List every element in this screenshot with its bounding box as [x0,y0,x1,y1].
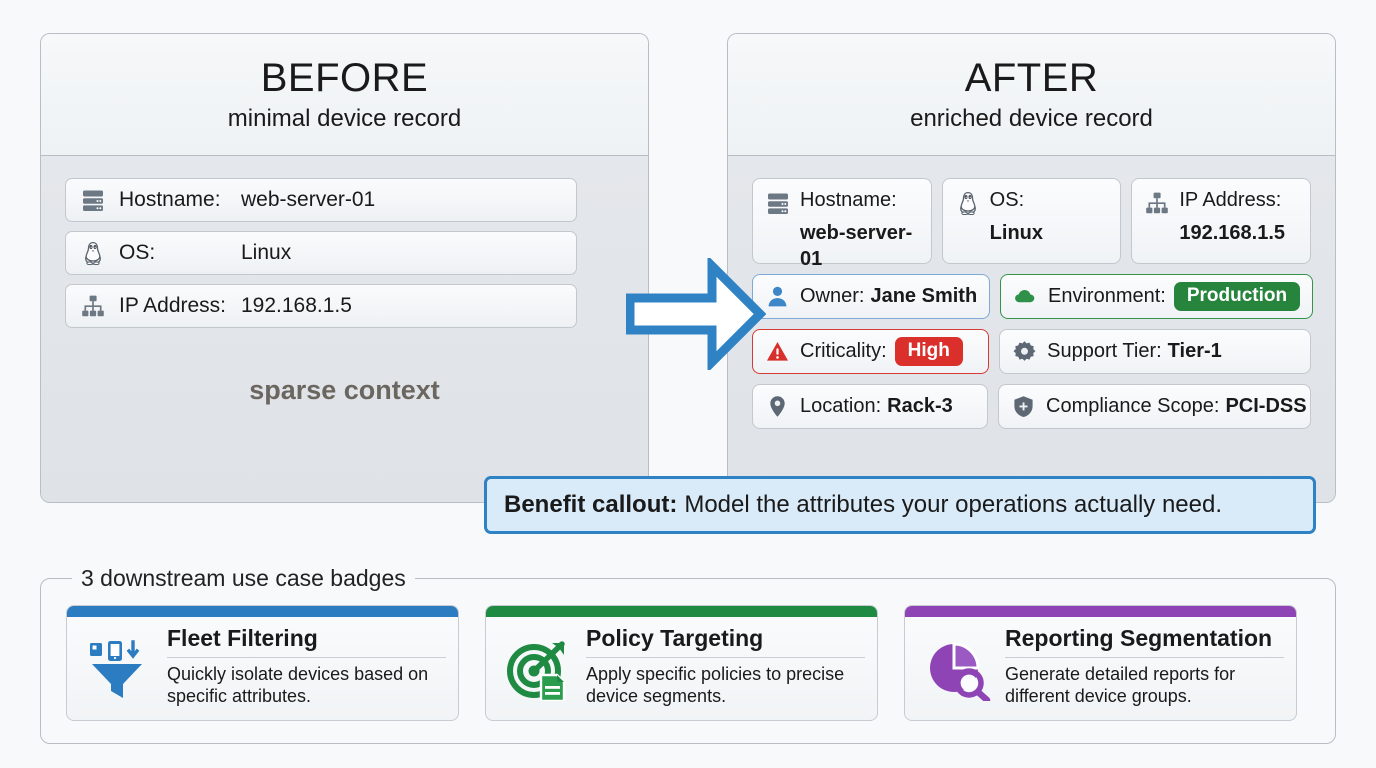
before-label-os: OS: [119,241,156,264]
use-case-badges-group: Fleet Filtering Quickly isolate devices … [40,578,1336,744]
divider [586,657,865,659]
use-case-card-fleet-filtering[interactable]: Fleet Filtering Quickly isolate devices … [66,605,459,721]
after-label-ip: IP Address: [1179,189,1282,211]
after-chip-support-tier: Support Tier: Tier-1 [999,329,1311,374]
cloud-icon [1013,284,1038,309]
after-label-owner: Owner: [800,285,865,307]
use-case-accent-bar [486,606,877,617]
environment-status-badge: Production [1173,281,1301,312]
pie-chart-search-icon [917,625,1001,714]
linux-penguin-icon [80,240,106,266]
before-value-hostname: web-server-01 [241,188,376,211]
after-label-os: OS: [989,189,1025,211]
use-case-description: Generate detailed reports for different … [1005,664,1236,707]
before-title: BEFORE [260,55,429,100]
after-label-support-tier: Support Tier: [1047,340,1162,362]
after-chip-row-3: Location: Rack-3 Compliance Scope: PCI-D… [752,384,1311,429]
after-value-support-tier: Tier-1 [1167,340,1222,362]
after-label-location: Location: [800,395,882,417]
before-row-hostname: Hostname: web-server-01 [65,178,577,222]
shield-icon [1011,394,1036,419]
benefit-callout-lead: Benefit callout: [504,491,678,518]
benefit-callout: Benefit callout: Model the attributes yo… [484,476,1316,534]
after-chip-row-2: Criticality: High Support Tier: Tier-1 [752,329,1311,374]
server-icon [765,190,791,216]
after-label-environment: Environment: [1048,285,1166,307]
server-icon [80,187,106,213]
use-case-accent-bar [905,606,1296,617]
after-chip-location: Location: Rack-3 [752,384,988,429]
after-panel-header: AFTER enriched device record [728,34,1335,156]
after-title: AFTER [964,55,1099,100]
after-value-hostname: web-server-01 [800,222,913,270]
use-case-card-policy-targeting[interactable]: Policy Targeting Apply specific policies… [485,605,878,721]
after-chip-row-1: Owner: Jane Smith Environment: Productio… [752,274,1313,319]
after-value-owner: Jane Smith [870,285,978,307]
after-top-tiles: Hostname: web-server-01 [752,178,1312,270]
after-value-ip: 192.168.1.5 [1179,222,1285,244]
after-chip-environment: Environment: Production [1000,274,1313,319]
warning-triangle-icon [765,339,790,364]
use-case-badge-row: Fleet Filtering Quickly isolate devices … [41,579,1335,747]
right-arrow-icon [625,255,767,373]
after-value-location: Rack-3 [887,395,953,417]
use-case-card-reporting-segmentation[interactable]: Reporting Segmentation Generate detailed… [904,605,1297,721]
person-icon [765,284,790,309]
after-panel: AFTER enriched device record [727,33,1336,503]
after-tile-os: OS: Linux [941,178,1122,264]
before-row-ip: IP Address: 192.168.1.5 [65,284,577,328]
sparse-context-note: sparse context [249,375,440,405]
before-value-os: Linux [241,241,292,264]
use-case-description: Quickly isolate devices based on specifi… [167,664,429,707]
criticality-status-badge: High [894,336,963,367]
after-value-os: Linux [989,222,1044,244]
use-case-badges-legend: 3 downstream use case badges [72,565,415,592]
target-document-icon [498,625,582,714]
use-case-title: Fleet Filtering [167,625,318,651]
after-chip-criticality: Criticality: High [752,329,990,374]
before-panel-header: BEFORE minimal device record [41,34,648,156]
sitemap-icon [80,293,106,319]
before-label-ip: IP Address: [119,294,227,317]
divider [1005,657,1284,659]
use-case-description: Apply specific policies to precise devic… [586,664,845,707]
sitemap-icon [1144,190,1170,216]
before-row-os: OS: Linux [65,231,577,275]
linux-penguin-icon [955,190,981,216]
after-label-criticality: Criticality: [800,340,887,362]
before-subtitle: minimal device record [227,104,462,132]
before-label-hostname: Hostname: [119,188,221,211]
gear-icon [1012,339,1037,364]
after-tile-hostname: Hostname: web-server-01 [752,178,932,270]
location-pin-icon [765,394,790,419]
benefit-callout-text: Model the attributes your operations act… [684,491,1222,518]
use-case-title: Reporting Segmentation [1005,625,1273,651]
after-panel-body: Hostname: web-server-01 [728,156,1335,502]
filter-funnel-icon [79,625,163,714]
use-case-accent-bar [67,606,458,617]
before-panel: BEFORE minimal device record Hostname: w… [40,33,649,503]
divider [167,657,446,659]
after-chip-owner: Owner: Jane Smith [752,274,990,319]
after-subtitle: enriched device record [910,104,1153,132]
after-chip-compliance-scope: Compliance Scope: PCI-DSS [998,384,1311,429]
after-label-compliance-scope: Compliance Scope: [1046,395,1220,417]
after-value-compliance-scope: PCI-DSS [1225,395,1307,417]
after-label-hostname: Hostname: [800,189,897,211]
use-case-title: Policy Targeting [586,625,764,651]
after-tile-ip: IP Address: 192.168.1.5 [1131,178,1312,264]
before-panel-body: Hostname: web-server-01 O [41,156,648,502]
before-value-ip: 192.168.1.5 [241,294,352,317]
